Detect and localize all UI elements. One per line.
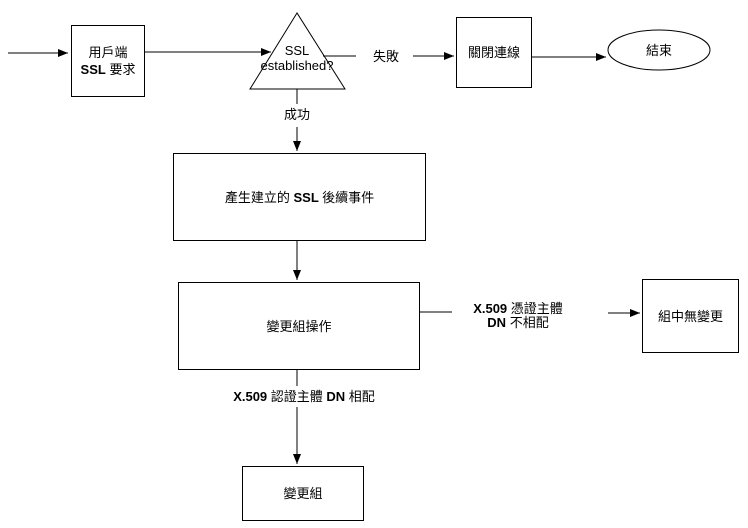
label-text: 認證主體 [267, 389, 327, 404]
edge-label-dn-mismatch: X.509 憑證主體 DN 不相配 [446, 302, 590, 330]
label-text: X.509 [473, 301, 508, 316]
label-text: DN [326, 389, 346, 404]
label-text: 產生建立的 [224, 189, 290, 205]
label-text: 後續事件 [322, 189, 375, 205]
label-text: SSL [284, 43, 310, 58]
node-no-change-in-group-label: 組中無變更 [657, 308, 723, 324]
end-ellipse [607, 29, 711, 71]
node-no-change-in-group: 組中無變更 [642, 279, 739, 353]
node-change-group-operation-label: 變更組操作 [266, 318, 332, 334]
node-change-group-label: 變更組 [283, 486, 323, 501]
edge-label-fail: 失敗 [372, 49, 399, 64]
edge-label-success: 成功 [283, 107, 310, 122]
node-client-ssl-request-label: 用戶端 SSL 要求 [81, 44, 136, 78]
node-close-connection-label: 關閉連線 [467, 45, 520, 60]
label-text: 要求 [105, 62, 136, 77]
label-text: X.509 [233, 389, 268, 404]
label-text: DN [487, 315, 507, 330]
edge-label-dn-match: X.509 認證主體 DN 相配 [224, 389, 384, 404]
node-client-ssl-request: 用戶端 SSL 要求 [71, 25, 145, 97]
node-change-group-operation: 變更組操作 [178, 282, 420, 370]
node-generate-ssl-events: 產生建立的 SSL 後續事件 [173, 153, 426, 241]
label-text: 用戶端 [88, 45, 128, 60]
end-ellipse-label: 結束 [645, 43, 672, 58]
label-text: established? [260, 58, 334, 73]
node-close-connection: 關閉連線 [456, 17, 532, 88]
label-text: SSL [80, 62, 106, 77]
label-text: 相配 [345, 389, 375, 404]
label-text: 憑證主體 [507, 301, 563, 316]
node-generate-ssl-events-label: 產生建立的 SSL 後續事件 [225, 189, 374, 206]
node-change-group: 變更組 [242, 466, 364, 521]
label-text: SSL [289, 189, 323, 205]
label-text: 不相配 [506, 315, 549, 330]
decision-triangle-label: SSL established? [245, 43, 349, 73]
